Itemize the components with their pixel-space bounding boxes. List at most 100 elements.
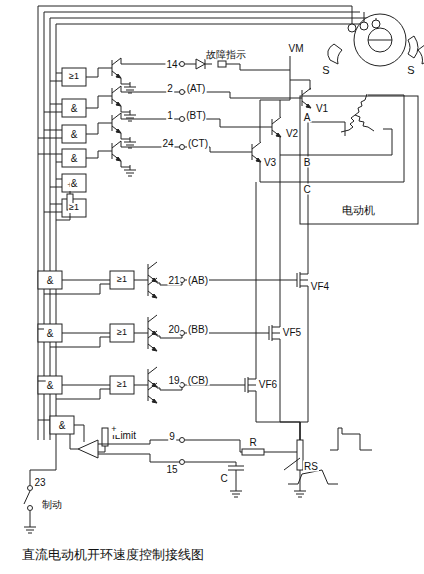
circuit-label: S <box>321 64 330 76</box>
rotor-symbol <box>368 40 392 41</box>
circuit-label: C <box>219 473 228 484</box>
transistor-symbol <box>148 280 149 296</box>
ground-symbol <box>128 93 132 94</box>
wire <box>70 434 78 449</box>
transistor-symbol <box>302 101 311 108</box>
wire <box>134 333 148 334</box>
gate-symbol: & <box>46 380 55 391</box>
logic-gate <box>62 68 86 86</box>
circuit-label: + <box>110 425 117 435</box>
mosfet-symbol <box>248 391 256 399</box>
wire <box>86 151 112 158</box>
gate-symbol: & <box>70 178 79 189</box>
wire <box>50 337 110 347</box>
waveform <box>330 428 372 450</box>
magnet-symbol <box>408 36 418 58</box>
circuit-label: 制动 <box>41 499 63 510</box>
circuit-label: B <box>303 157 312 168</box>
transistor-symbol <box>148 315 157 322</box>
circuit-label: 电动机 <box>341 204 376 216</box>
terminal <box>28 486 33 491</box>
logic-gate <box>38 271 62 289</box>
wire <box>205 64 212 65</box>
wire <box>98 454 182 462</box>
wire <box>38 420 50 421</box>
wire <box>134 280 148 281</box>
ground-symbol <box>124 115 136 116</box>
transistor-symbol <box>302 90 303 106</box>
capacitor-symbol <box>228 466 244 467</box>
wire <box>50 81 62 82</box>
mosfet-symbol <box>269 326 270 340</box>
motor-circle <box>354 14 406 66</box>
transistor-symbol <box>112 58 121 65</box>
wire <box>44 212 62 213</box>
wire <box>260 100 280 142</box>
circuit-label: 24 <box>161 138 174 149</box>
figure-caption: 直流电动机开环速度控制接线图 <box>22 546 204 564</box>
ground-symbol <box>130 82 131 87</box>
wire <box>30 511 31 522</box>
mosfet-symbol <box>248 371 256 379</box>
wire <box>50 104 62 105</box>
circuit-label: 20 <box>167 324 180 335</box>
wire <box>256 399 300 440</box>
transistor-arrow <box>116 74 121 78</box>
transistor-symbol <box>112 86 121 93</box>
circuit-label: V1 <box>315 103 329 114</box>
circuit-label: VF4 <box>310 281 330 292</box>
wire <box>86 123 112 134</box>
terminal <box>180 117 185 122</box>
logic-gate <box>62 174 86 192</box>
wire <box>121 78 130 84</box>
circuit-label: 21 <box>167 275 180 286</box>
magnet-symbol <box>328 44 342 64</box>
ground-symbol <box>130 110 131 115</box>
wire <box>185 64 196 65</box>
terminal <box>180 460 185 465</box>
wire <box>121 106 130 112</box>
wire <box>56 389 110 399</box>
wire <box>280 155 281 319</box>
ground-symbol <box>124 170 136 171</box>
circuit-label: 9 <box>168 431 176 442</box>
logic-gate <box>50 416 74 434</box>
wire <box>300 294 308 440</box>
transistor-symbol <box>148 291 157 298</box>
circuit-label: (AT) <box>186 83 207 94</box>
ground-symbol <box>298 497 302 498</box>
mosfet-symbol <box>300 280 308 281</box>
transistor-symbol <box>252 144 253 160</box>
transistor-symbol <box>112 126 121 133</box>
waveform <box>288 470 338 484</box>
wire <box>280 347 300 440</box>
ground-symbol <box>230 491 242 492</box>
ground-symbol <box>234 497 238 498</box>
mosfet-symbol <box>272 339 280 347</box>
gate-symbol: ≥1 <box>68 203 80 213</box>
transistor-symbol <box>272 117 281 124</box>
wire <box>38 154 62 155</box>
wire <box>260 95 404 182</box>
circuit-label: R <box>248 437 257 448</box>
ground-symbol <box>300 486 301 491</box>
transistor-symbol <box>252 155 261 162</box>
gate-symbol: & <box>46 275 55 286</box>
magnet-symbol <box>418 44 424 64</box>
wire <box>226 64 290 70</box>
ground-symbol <box>30 522 31 527</box>
terminal <box>180 62 185 67</box>
circuit-label: 19 <box>167 375 180 386</box>
transistor-symbol <box>148 383 157 390</box>
transistor-symbol <box>252 142 261 149</box>
transistor-symbol <box>148 385 149 401</box>
wire <box>56 73 62 74</box>
transistor-arrow <box>116 129 121 133</box>
winding-coil <box>341 115 355 132</box>
circuit-label: (BB) <box>187 324 209 335</box>
transistor-symbol <box>148 278 157 285</box>
transistor-symbol <box>272 130 281 137</box>
wire <box>364 12 365 22</box>
switch-symbol <box>24 491 30 504</box>
